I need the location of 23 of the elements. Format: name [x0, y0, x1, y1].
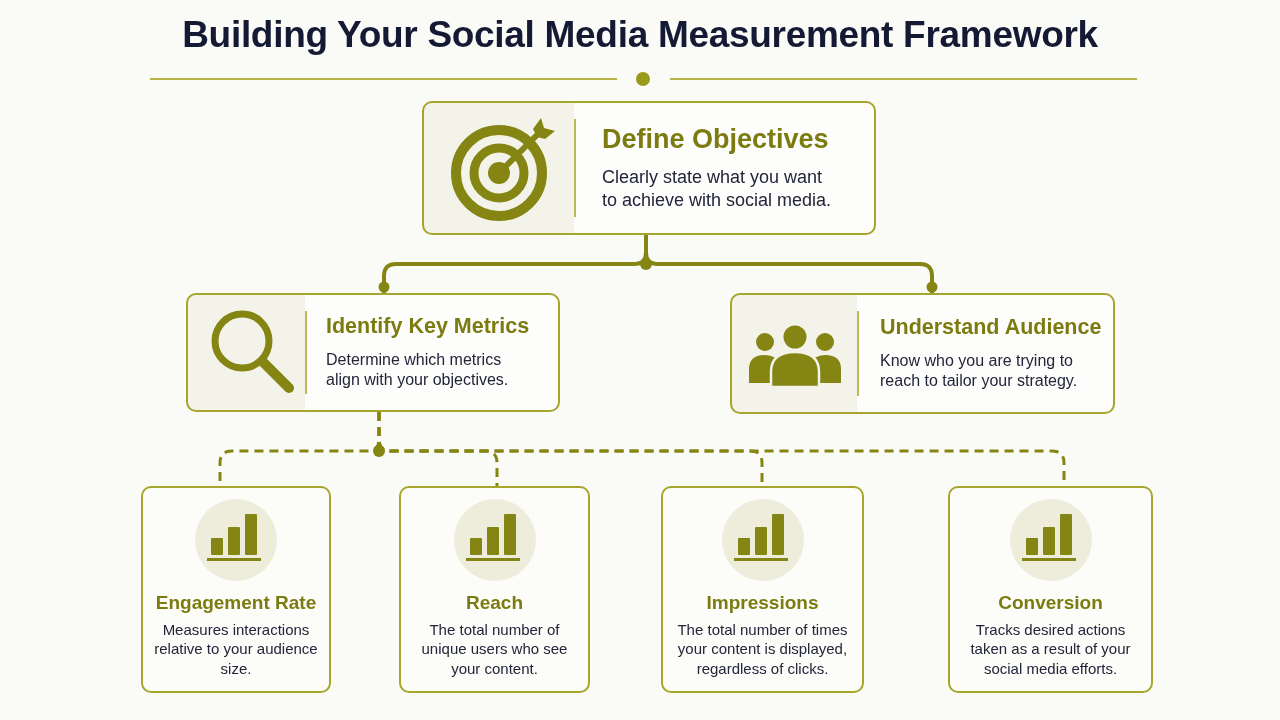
node-heading: Understand Audience	[880, 314, 1103, 341]
process-box	[186, 293, 560, 412]
node-heading: Conversion	[997, 592, 1104, 615]
node-description: Clearly state what you want to achieve with social media.	[602, 165, 833, 213]
node-heading: Impressions	[705, 592, 820, 615]
node-heading: Define Objectives	[602, 123, 830, 156]
node-heading: Engagement Rate	[154, 592, 318, 615]
node-description: The total number of times your content is displayed, regardless of clicks.	[676, 619, 849, 679]
process-box	[422, 101, 876, 235]
node-description: Know who you are trying to reach to tailor your strategy.	[880, 350, 1079, 392]
connector	[644, 235, 938, 293]
node-description: Tracks desired actions taken as a result of your social media efforts.	[969, 619, 1132, 679]
node-description: The total number of unique users who see your content.	[420, 619, 569, 679]
node-description: Measures interactions relative to your audience size.	[153, 619, 319, 679]
metric-card	[399, 486, 590, 693]
metric-card	[661, 486, 864, 693]
process-box	[730, 293, 1115, 414]
node-heading: Identify Key Metrics	[326, 313, 531, 340]
node-heading: Reach	[465, 592, 524, 615]
title: Building Your Social Media Measurement Framework	[182, 14, 1098, 55]
metric-card	[141, 486, 331, 693]
node-description: Determine which metrics align with your objectives.	[326, 349, 510, 391]
metric-card	[948, 486, 1153, 693]
